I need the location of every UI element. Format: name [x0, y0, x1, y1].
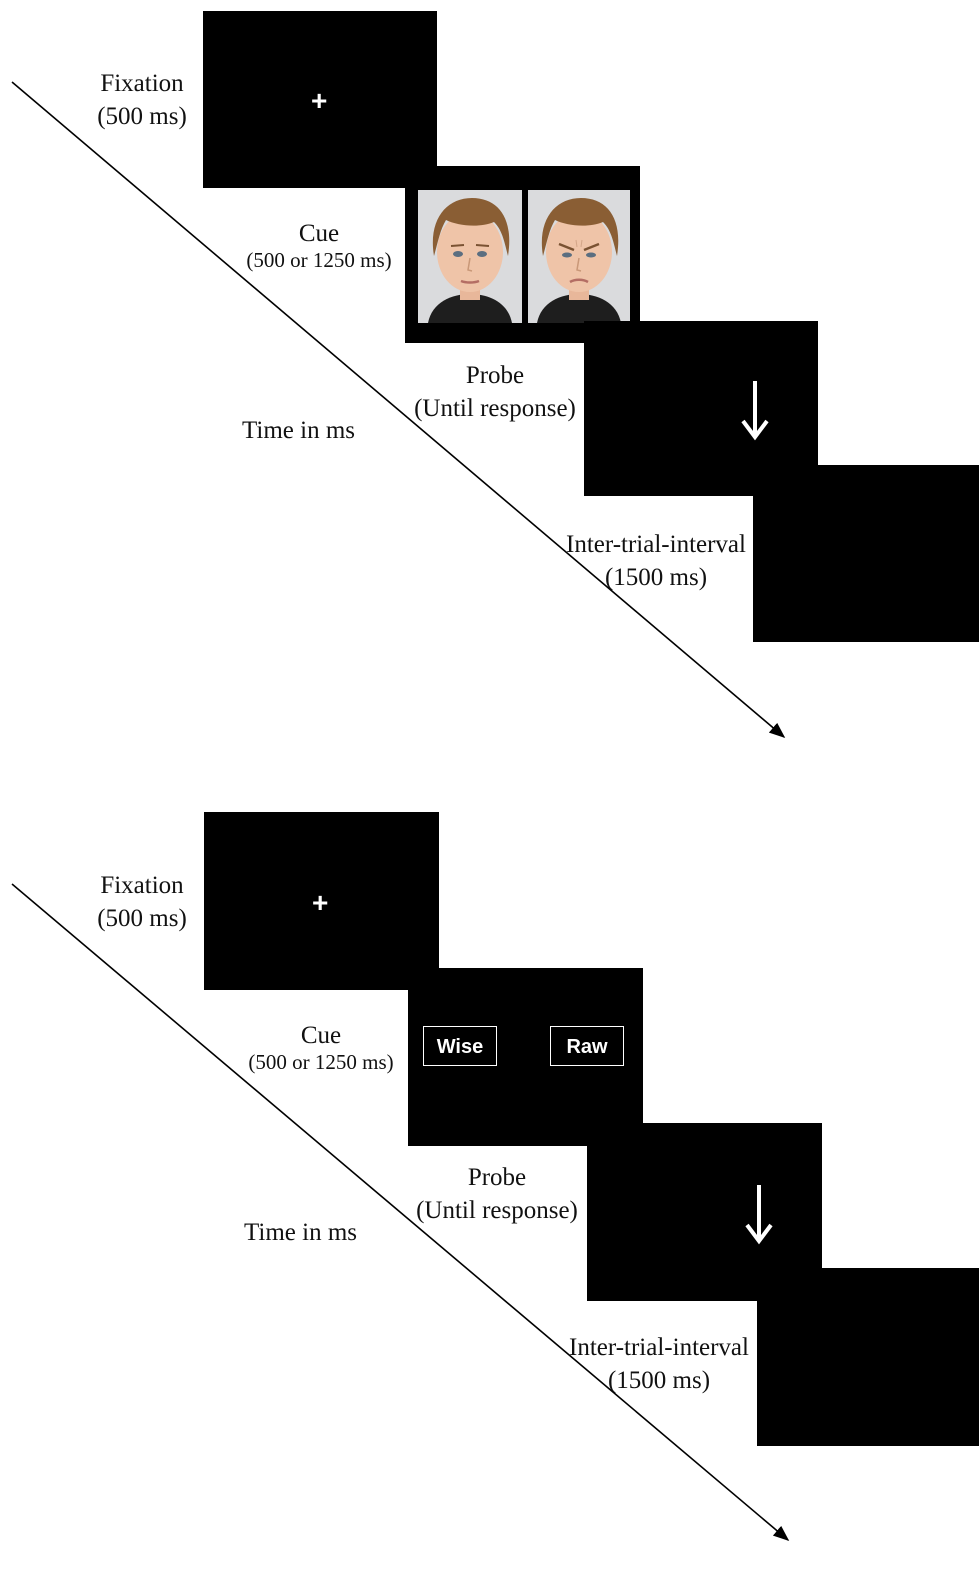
- fixation-screen: +: [203, 11, 437, 188]
- probe-title: Probe: [465, 362, 525, 389]
- probe-title: Probe: [467, 1164, 527, 1191]
- cue-screen: Wise Raw: [408, 968, 643, 1146]
- fixation-title: Fixation: [100, 70, 184, 97]
- probe-screen: [587, 1123, 822, 1301]
- cue-screen: [405, 166, 640, 343]
- iti-label: Inter-trial-interval (1500 ms): [559, 1331, 759, 1397]
- fixation-duration: (500 ms): [97, 103, 187, 130]
- down-arrow-icon: [745, 1185, 773, 1245]
- cue-title: Cue: [300, 1022, 342, 1049]
- iti-duration: (1500 ms): [604, 564, 708, 591]
- iti-screen: [757, 1268, 979, 1446]
- fixation-cross: +: [312, 887, 329, 918]
- cue-duration: (500 or 1250 ms): [246, 248, 392, 272]
- cue-word-left: Wise: [423, 1026, 497, 1066]
- down-arrow-icon: [741, 381, 769, 441]
- cue-label: Cue (500 or 1250 ms): [234, 217, 404, 274]
- timeline-arrow: [11, 883, 790, 1542]
- word-trial-panel: + Fixation (500 ms) Wise Raw Cue (500 or…: [0, 802, 979, 1573]
- probe-label: Probe (Until response): [408, 1161, 586, 1227]
- fixation-duration: (500 ms): [97, 905, 187, 932]
- iti-duration: (1500 ms): [607, 1367, 711, 1394]
- neutral-face-icon: [418, 190, 522, 323]
- fixation-title: Fixation: [100, 872, 184, 899]
- angry-face-image: [528, 190, 630, 323]
- fixation-label: Fixation (500 ms): [92, 67, 192, 133]
- probe-duration: (Until response): [416, 1197, 578, 1224]
- face-trial-panel: + Fixation (500 ms): [0, 0, 979, 771]
- iti-title: Inter-trial-interval: [566, 531, 746, 558]
- iti-title: Inter-trial-interval: [569, 1334, 749, 1361]
- fixation-label: Fixation (500 ms): [92, 869, 192, 935]
- fixation-cross: +: [311, 85, 328, 116]
- neutral-face-image: [418, 190, 522, 323]
- cue-title: Cue: [298, 220, 340, 247]
- iti-label: Inter-trial-interval (1500 ms): [556, 528, 756, 594]
- cue-label: Cue (500 or 1250 ms): [236, 1019, 406, 1076]
- fixation-screen: +: [204, 812, 439, 990]
- angry-face-icon: [528, 190, 630, 323]
- time-axis-label: Time in ms: [244, 1219, 358, 1246]
- time-axis-label: Time in ms: [242, 417, 356, 444]
- probe-duration: (Until response): [414, 395, 576, 422]
- timeline-arrow: [11, 81, 786, 739]
- probe-label: Probe (Until response): [406, 359, 584, 425]
- cue-duration: (500 or 1250 ms): [248, 1050, 394, 1074]
- cue-word-right: Raw: [550, 1026, 624, 1066]
- iti-screen: [753, 465, 979, 642]
